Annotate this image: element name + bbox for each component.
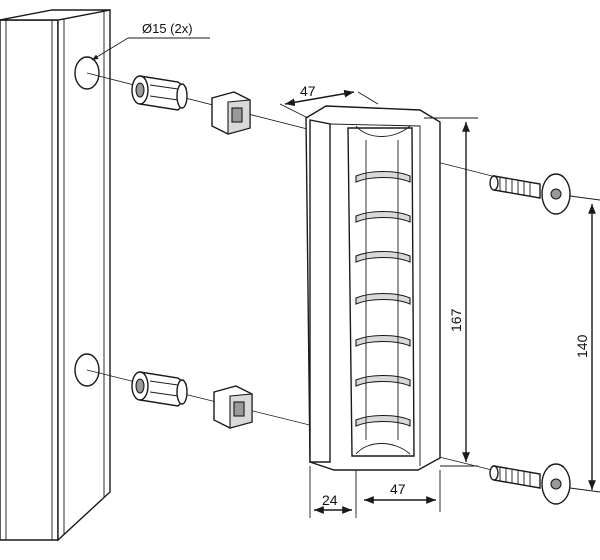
dim-total-height: 167	[424, 117, 478, 467]
hole-callout-label: Ø15 (2x)	[142, 21, 193, 36]
sleeve-bottom	[131, 371, 188, 407]
hole-callout: Ø15 (2x)	[91, 21, 210, 61]
nut-top	[211, 91, 251, 135]
dim-hole-spacing: 140	[569, 195, 600, 493]
screw-bottom	[489, 463, 571, 505]
dim-base-depth: 47	[364, 470, 441, 512]
dim-hole-spacing-label: 140	[574, 334, 590, 358]
dim-top-depth: 47	[279, 83, 379, 119]
dim-top-depth-label: 47	[300, 83, 316, 99]
hinge-knuckles	[355, 140, 411, 440]
sleeve-top	[131, 75, 188, 111]
square-post	[0, 9, 111, 542]
dim-base-width: 24	[309, 466, 357, 518]
screw-top	[489, 173, 571, 215]
dim-base-width-label: 24	[322, 492, 338, 508]
dim-total-height-label: 167	[448, 308, 464, 332]
nut-bottom	[213, 385, 253, 429]
hinge-body	[305, 105, 441, 471]
dim-base-depth-label: 47	[390, 481, 406, 497]
